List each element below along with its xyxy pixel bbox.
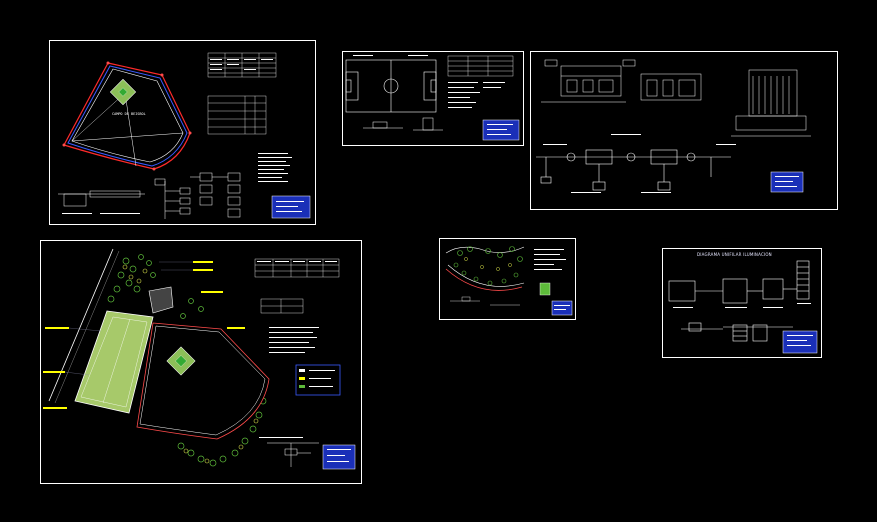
summary-table: [207, 52, 277, 78]
lighting-diagram-drawing: [668, 260, 818, 354]
field-boundary-blue: [67, 65, 188, 167]
lighting-single-line: [668, 260, 810, 342]
site-baseball-field: [136, 322, 270, 440]
small-trees: [453, 246, 523, 286]
title-block: [551, 300, 573, 316]
sheet-electrical-detail[interactable]: [530, 51, 838, 210]
legend-box: [295, 364, 341, 396]
foundation-detail: [58, 190, 145, 207]
soccer-field-drawing: [345, 55, 520, 141]
substation-elevation: [541, 59, 636, 103]
site-notes: [269, 327, 319, 353]
transformer-elevation: [731, 69, 811, 137]
site-plan-drawing: [43, 248, 356, 470]
small-field: [148, 286, 174, 314]
site-table: [254, 258, 340, 314]
soccer-pitch: [345, 59, 437, 113]
soccer-table: [447, 55, 514, 77]
sheet-heading: DIAGRAMA UNIFILAR ILUMINACION: [697, 252, 772, 257]
sheet-soccer-field[interactable]: [342, 51, 524, 146]
site-details: [267, 442, 319, 467]
baseball-layout-drawing: CAMPO DE BEISBOL: [58, 52, 311, 219]
sheet-small-site-plan[interactable]: [439, 238, 576, 320]
trees-yellow: [122, 264, 259, 464]
electrical-detail-drawing: [536, 59, 811, 193]
sheet-site-plan[interactable]: [40, 240, 362, 484]
soccer-details: [363, 117, 443, 131]
callouts: [43, 261, 245, 409]
notes-block: [258, 153, 292, 182]
green-swatch: [539, 282, 551, 296]
load-table: [207, 95, 267, 135]
panel-diagrams: [154, 172, 241, 219]
svg-text:CAMPO DE BEISBOL: CAMPO DE BEISBOL: [112, 112, 146, 116]
single-line-diagram: [536, 149, 731, 191]
small-site-plan-drawing: [445, 246, 573, 316]
title-block: [782, 330, 818, 354]
site-soccer-field: [74, 310, 154, 414]
sheet-lighting-diagram[interactable]: DIAGRAMA UNIFILAR ILUMINACION: [662, 248, 822, 358]
title-block: [322, 444, 356, 470]
sheet-baseball-layout[interactable]: CAMPO DE BEISBOL: [49, 40, 316, 225]
field-boundary-white: [71, 68, 184, 163]
panel-elevation: [640, 73, 702, 101]
